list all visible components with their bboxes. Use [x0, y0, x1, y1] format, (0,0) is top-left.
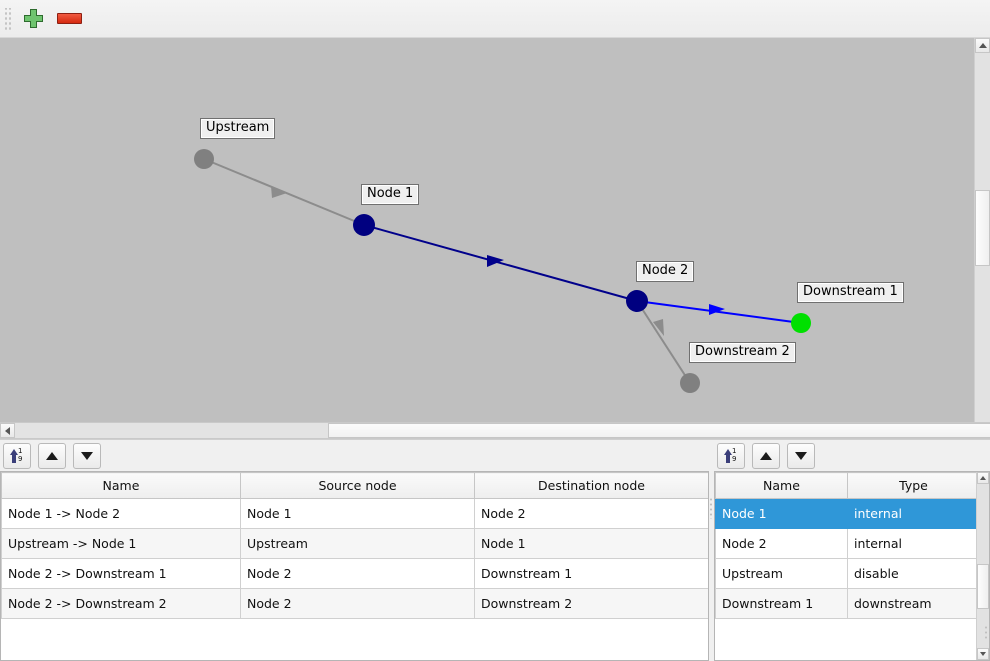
nodes-scroll-down-button[interactable]: [977, 648, 989, 660]
edges-move-up-button[interactable]: [38, 443, 66, 469]
toolbar-drag-handle[interactable]: [3, 7, 13, 30]
plus-icon: [23, 9, 43, 28]
arrow-down-icon: [795, 452, 807, 460]
scroll-up-button[interactable]: [975, 38, 990, 53]
chevron-down-icon: [980, 652, 986, 656]
table-row[interactable]: Node 2 -> Downstream 1 Node 2 Downstream…: [1, 558, 708, 589]
graph-label-node2[interactable]: Node 2: [636, 261, 695, 282]
nodes-cell-name[interactable]: Node 2: [715, 528, 848, 559]
edge-arrow-node2-downstream2: [653, 319, 664, 336]
edges-cell-name[interactable]: Upstream -> Node 1: [1, 528, 241, 559]
graph-node-downstream2[interactable]: [680, 373, 700, 393]
edges-cell-name[interactable]: Node 2 -> Downstream 2: [1, 588, 241, 619]
nodes-cell-name[interactable]: Upstream: [715, 558, 848, 589]
edges-cell-source[interactable]: Node 2: [240, 558, 475, 589]
nodes-column-type[interactable]: Type: [847, 472, 980, 499]
edges-move-down-button[interactable]: [73, 443, 101, 469]
edge-node1-node2: [363, 224, 638, 302]
edges-column-destination[interactable]: Destination node: [474, 472, 708, 499]
edges-table-header-row: Name Source node Destination node: [1, 472, 708, 499]
edge-node2-downstream2: [636, 300, 691, 384]
nodes-cell-name[interactable]: Node 1: [715, 498, 848, 529]
canvas-vertical-scrollbar[interactable]: [974, 38, 990, 437]
nodes-scroll-up-button[interactable]: [977, 472, 989, 484]
edges-table[interactable]: Name Source node Destination node Node 1…: [1, 472, 708, 619]
minus-icon: [56, 13, 82, 24]
edges-cell-source[interactable]: Upstream: [240, 528, 475, 559]
edges-cell-source[interactable]: Node 1: [240, 498, 475, 529]
edges-cell-destination[interactable]: Downstream 2: [474, 588, 708, 619]
edges-cell-source[interactable]: Node 2: [240, 588, 475, 619]
nodes-cell-type[interactable]: downstream: [847, 588, 980, 619]
graph-label-node1[interactable]: Node 1: [361, 184, 420, 205]
canvas-hscroll-track[interactable]: [15, 423, 990, 438]
edge-arrow-node2-downstream1: [709, 304, 725, 315]
table-row[interactable]: Upstream disable: [715, 558, 980, 589]
table-row[interactable]: Node 2 internal: [715, 528, 980, 559]
nodes-cell-type[interactable]: disable: [847, 558, 980, 589]
edges-column-source[interactable]: Source node: [240, 472, 475, 499]
chevron-up-icon: [978, 43, 987, 48]
nodes-table-header-row: Name Type: [715, 472, 980, 499]
main-toolbar: [0, 0, 990, 38]
nodes-vscroll-thumb[interactable]: [977, 564, 989, 609]
nodes-table[interactable]: Name Type Node 1 internal Node 2 interna…: [715, 472, 980, 619]
pane-grip-icon: [709, 497, 713, 519]
arrow-up-icon: [760, 452, 772, 460]
edges-cell-destination[interactable]: Downstream 1: [474, 558, 708, 589]
nodes-column-name[interactable]: Name: [715, 472, 848, 499]
canvas-vscroll-thumb[interactable]: [975, 190, 990, 266]
graph-nodes: [194, 149, 811, 393]
graph-node-downstream1[interactable]: [791, 313, 811, 333]
nodes-table-frame: Name Type Node 1 internal Node 2 interna…: [714, 471, 990, 661]
add-button[interactable]: [17, 4, 49, 34]
edges-column-name[interactable]: Name: [1, 472, 241, 499]
edges-cell-name[interactable]: Node 2 -> Downstream 1: [1, 558, 241, 589]
nodes-move-up-button[interactable]: [752, 443, 780, 469]
canvas-horizontal-scrollbar[interactable]: [0, 422, 990, 439]
graph-node-node1[interactable]: [353, 214, 375, 236]
edges-cell-destination[interactable]: Node 2: [474, 498, 708, 529]
graph-viewport[interactable]: Upstream Node 1 Node 2 Downstream 1 Down…: [0, 38, 974, 437]
graph-label-downstream2[interactable]: Downstream 2: [689, 342, 796, 363]
table-row[interactable]: Upstream -> Node 1 Upstream Node 1: [1, 528, 708, 559]
graph-svg: [194, 149, 811, 393]
table-row[interactable]: Downstream 1 downstream: [715, 588, 980, 619]
chevron-left-icon: [5, 426, 10, 435]
nodes-cell-name[interactable]: Downstream 1: [715, 588, 848, 619]
arrow-up-icon: [46, 452, 58, 460]
graph-node-upstream[interactable]: [194, 149, 214, 169]
graph-label-upstream[interactable]: Upstream: [200, 118, 276, 139]
graph-label-downstream1[interactable]: Downstream 1: [797, 282, 904, 303]
table-row[interactable]: Node 1 internal: [715, 498, 980, 529]
chevron-up-icon: [980, 476, 986, 480]
scroll-left-button[interactable]: [0, 423, 15, 438]
edge-arrow-upstream-node1: [271, 186, 287, 198]
nodes-cell-type[interactable]: internal: [847, 528, 980, 559]
edges-cell-name[interactable]: Node 1 -> Node 2: [1, 498, 241, 529]
edge-arrow-node1-node2: [487, 255, 504, 267]
graph-edges: [203, 158, 802, 384]
arrow-down-icon: [81, 452, 93, 460]
nodes-move-down-button[interactable]: [787, 443, 815, 469]
edge-node2-downstream1: [636, 300, 802, 324]
table-row[interactable]: Node 1 -> Node 2 Node 1 Node 2: [1, 498, 708, 529]
table-row[interactable]: Node 2 -> Downstream 2 Node 2 Downstream…: [1, 588, 708, 619]
edges-table-frame: Name Source node Destination node Node 1…: [0, 471, 709, 661]
canvas-hscroll-thumb[interactable]: [328, 423, 990, 438]
graph-node-node2[interactable]: [626, 290, 648, 312]
resize-grip-icon[interactable]: [984, 625, 988, 639]
graph-canvas[interactable]: Upstream Node 1 Node 2 Downstream 1 Down…: [0, 37, 990, 437]
edges-cell-destination[interactable]: Node 1: [474, 528, 708, 559]
nodes-cell-type[interactable]: internal: [847, 498, 980, 529]
remove-button[interactable]: [53, 4, 85, 34]
